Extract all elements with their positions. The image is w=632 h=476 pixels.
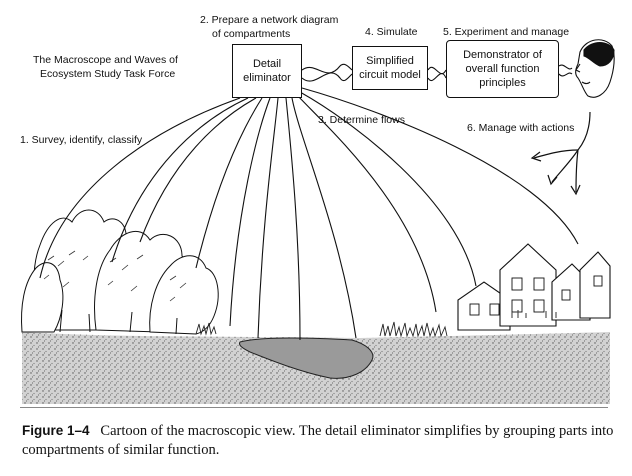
person-head-icon	[575, 39, 615, 98]
figure-label: Figure 1–4	[22, 423, 90, 438]
figure-caption-text: Cartoon of the macroscopic view. The det…	[22, 423, 614, 458]
step-simulate-label: 4. Simulate	[365, 26, 418, 38]
pond	[239, 337, 374, 379]
survey-lines	[39, 87, 579, 341]
forest	[21, 209, 219, 335]
step-survey-label: 1. Survey, identify, classify	[20, 134, 143, 146]
step-experiment-label: 5. Experiment and manage	[443, 26, 570, 38]
detail-eliminator-line-2: eliminator	[243, 72, 291, 84]
detail-eliminator-line-1: Detail	[252, 58, 282, 70]
houses	[457, 243, 611, 331]
detail-eliminator-box: Detail eliminator	[232, 44, 302, 98]
diagram-artwork	[21, 39, 615, 404]
demonstrator-box: Demonstrator of overall function princip…	[446, 40, 559, 98]
caption-rule	[20, 407, 608, 408]
figure-caption: Figure 1–4 Cartoon of the macroscopic vi…	[22, 421, 614, 460]
grass	[379, 321, 448, 338]
step-network-label-2: of compartments	[212, 28, 291, 40]
step-manage-label: 6. Manage with actions	[467, 122, 575, 134]
demonstrator-line-1: Demonstrator of	[463, 49, 542, 61]
box-connectors	[301, 63, 573, 82]
manage-arrows	[530, 111, 591, 196]
step-network-label-1: 2. Prepare a network diagram	[200, 14, 339, 26]
demonstrator-line-3: principles	[479, 77, 526, 89]
demonstrator-line-2: overall function	[465, 63, 540, 75]
title-line-1: The Macroscope and Waves of	[33, 54, 178, 66]
title-line-2: Ecosystem Study Task Force	[40, 68, 176, 80]
circuit-model-line-2: circuit model	[359, 69, 421, 81]
circuit-model-box: Simplified circuit model	[352, 46, 428, 90]
circuit-model-line-1: Simplified	[366, 55, 414, 67]
step-flows-label: 3. Determine flows	[318, 114, 405, 126]
